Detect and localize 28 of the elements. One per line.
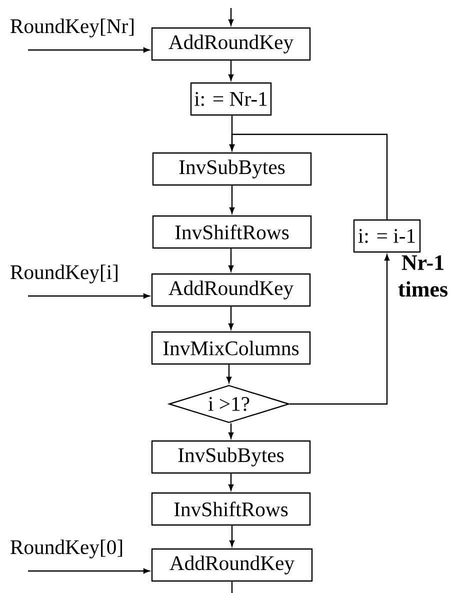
arrow: [228, 60, 234, 81]
arrow: [229, 186, 235, 214]
process-box: i: = i-1: [353, 219, 421, 253]
arrow: [28, 568, 150, 574]
process-box: AddRoundKey: [151, 27, 311, 61]
arrow: [228, 474, 234, 491]
arrow: [228, 8, 234, 26]
arrow: [226, 364, 232, 383]
edge-label: RoundKey[Nr]: [8, 17, 136, 39]
arrow: [228, 248, 234, 272]
process-box: InvShiftRows: [152, 215, 312, 249]
arrow: [228, 306, 234, 330]
arrow: [229, 526, 235, 547]
arrow: [229, 134, 388, 220]
edge-label: RoundKey[0]: [8, 538, 125, 560]
arrow: [228, 423, 234, 439]
arrow: [28, 293, 150, 299]
process-box: InvSubBytes: [152, 152, 312, 186]
edge-label: RoundKey[i]: [8, 263, 120, 285]
arrow: [290, 254, 390, 405]
process-box: AddRoundKey: [151, 273, 311, 307]
arrow: [28, 47, 150, 53]
process-box: InvSubBytes: [151, 440, 311, 474]
process-box: InvShiftRows: [151, 492, 311, 526]
process-box: InvMixColumns: [151, 331, 311, 365]
process-box: AddRoundKey: [151, 548, 313, 582]
note-text: Nr-1 times: [398, 255, 448, 297]
process-box: i: = Nr-1: [190, 82, 272, 116]
